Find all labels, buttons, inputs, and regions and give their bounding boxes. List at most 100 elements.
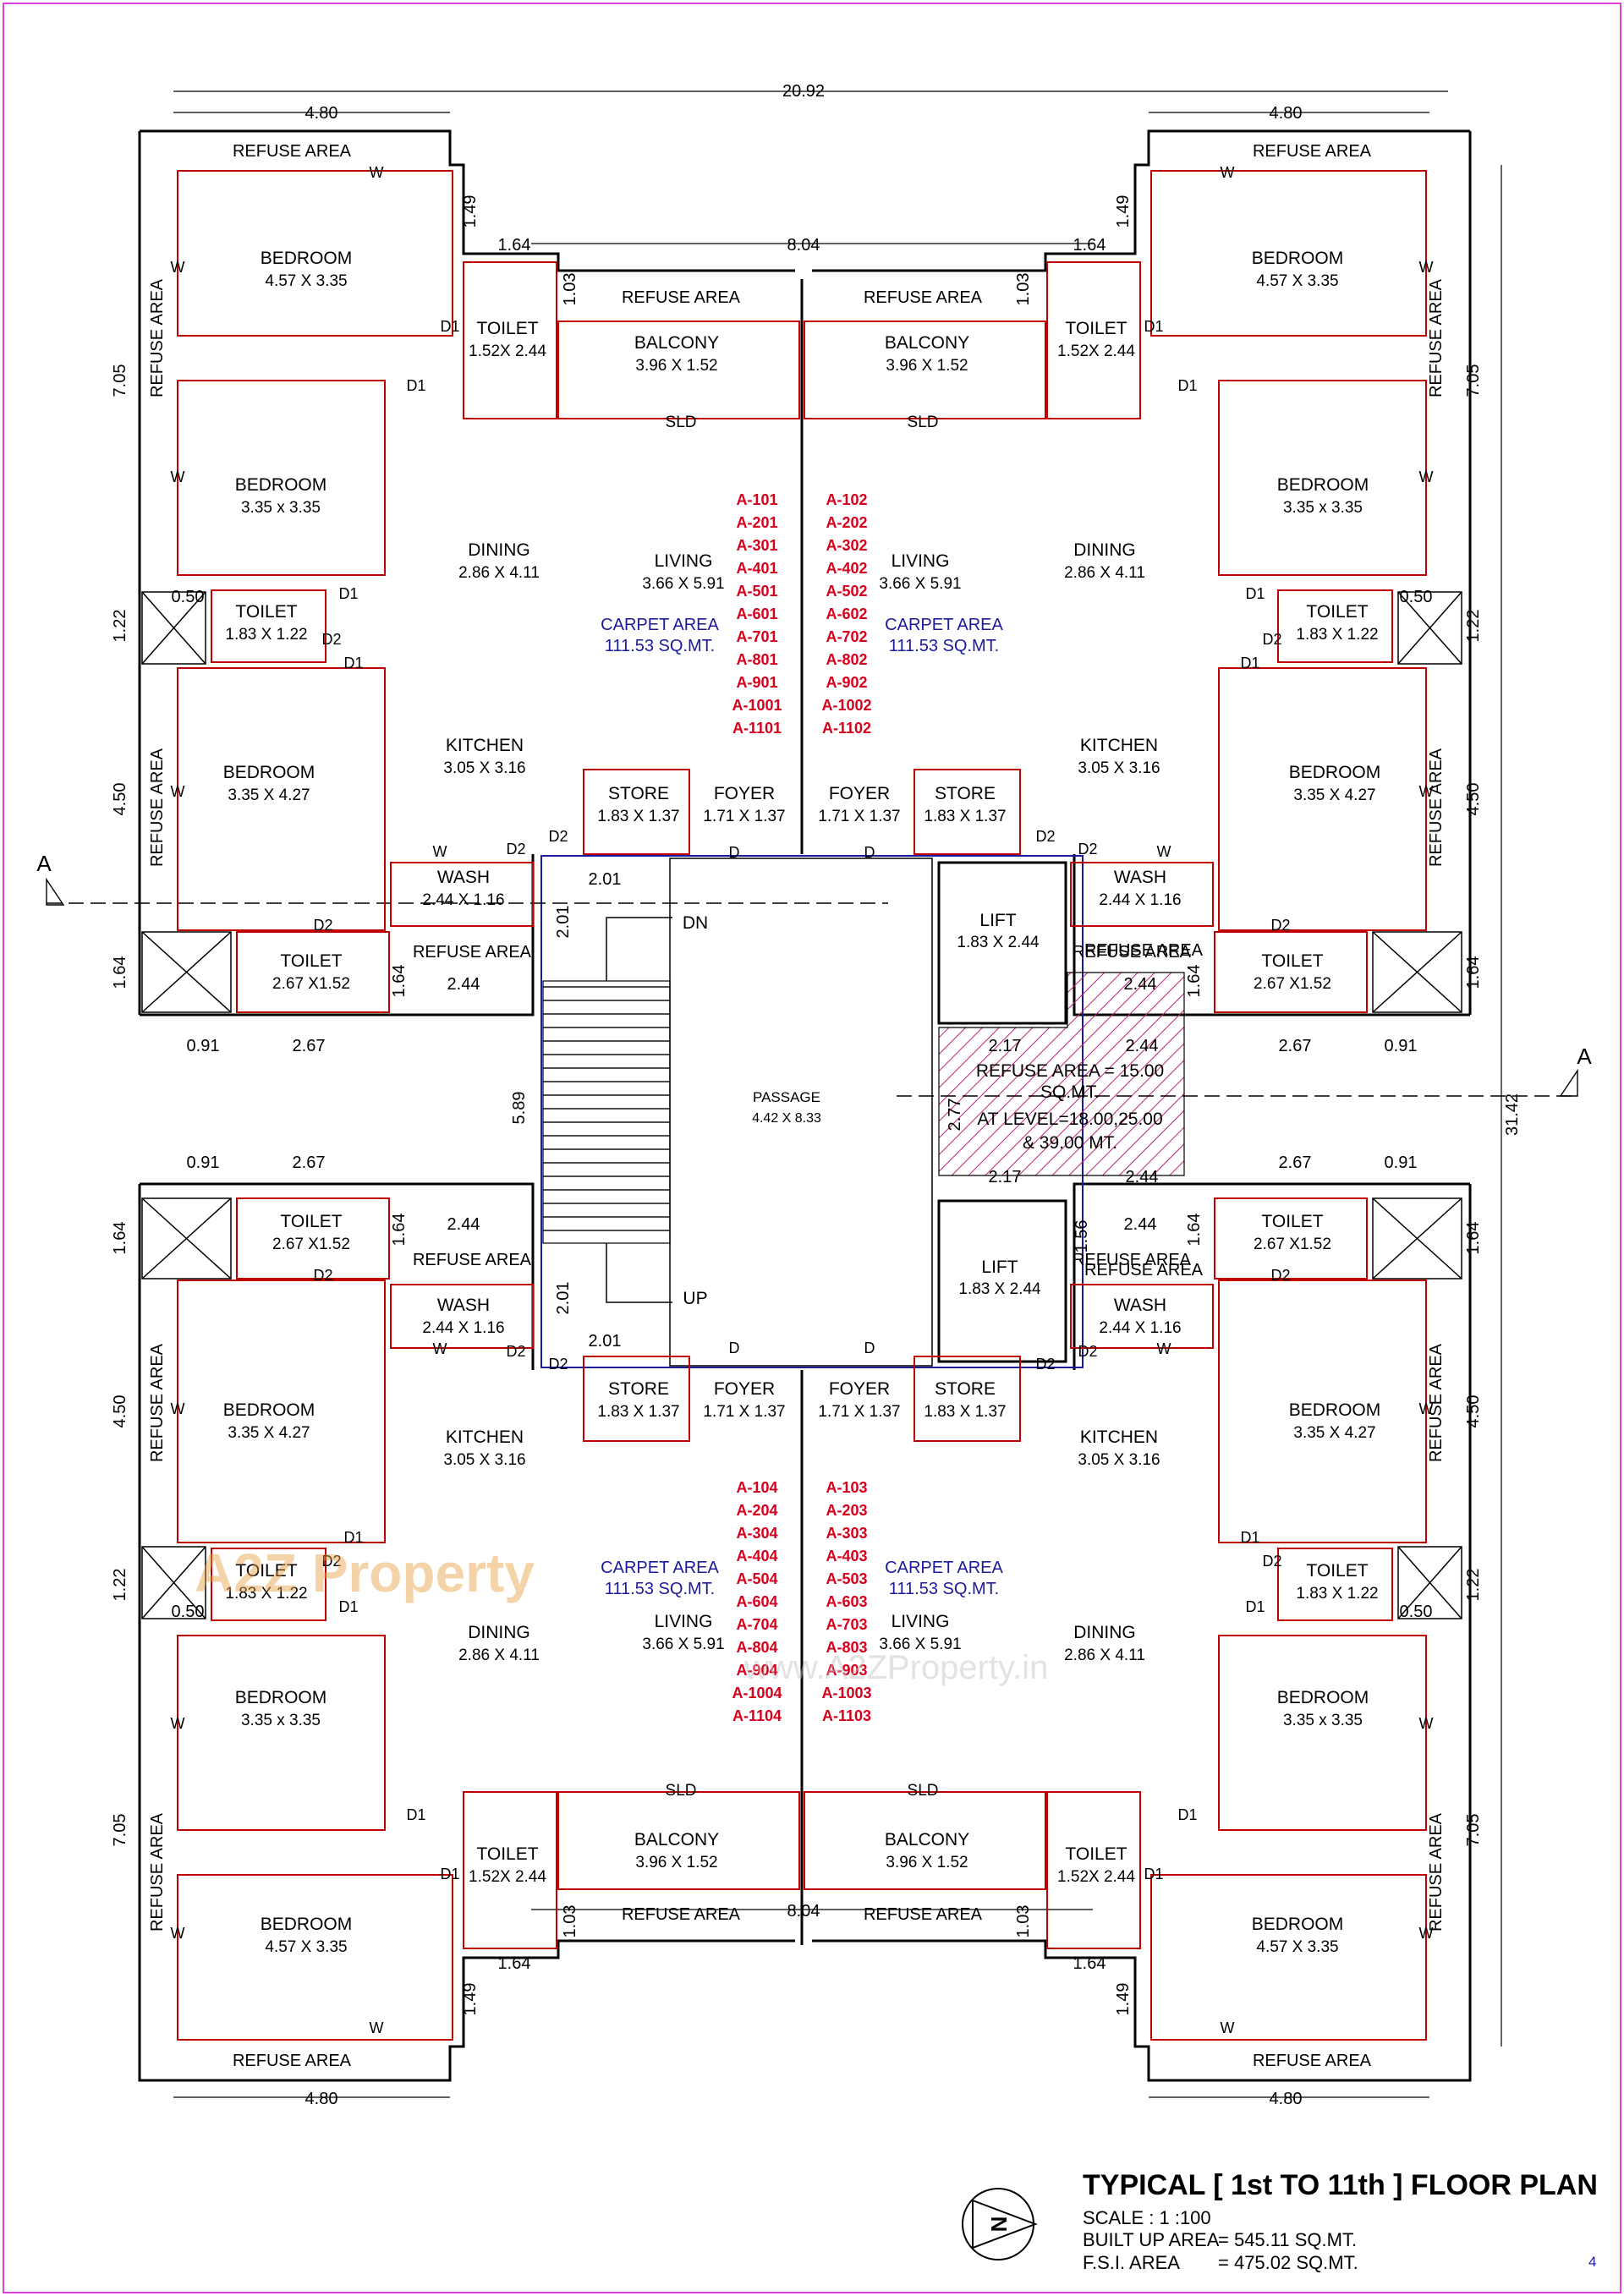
wing-upper-left-dim-d_122: 1.22 [111, 610, 129, 643]
wing-lower-left-bedroom3-dim: 3.35 X 4.27 [228, 1424, 310, 1442]
wing-upper-right-wash-name: WASH [1114, 868, 1166, 887]
wing-upper-right-unit-number: A-602 [826, 606, 867, 622]
wing-lower-left-kitchen-name: KITCHEN [446, 1427, 524, 1447]
wing-upper-right-living-dim: 3.66 X 5.91 [879, 575, 961, 593]
wing-upper-left-bedroom3-outline [177, 667, 386, 931]
wing-lower-left-toilet2-name: TOILET [235, 1561, 297, 1581]
wing-upper-left-door-tag: D2 [548, 828, 568, 845]
wing-lower-right-window-tag: W [1157, 1340, 1171, 1357]
wing-lower-right-unit-number: A-1003 [821, 1685, 871, 1701]
wing-upper-left-bedroom2-dim: 3.35 x 3.35 [241, 499, 321, 517]
wing-lower-right-door-tag: D [864, 1340, 875, 1356]
wing-upper-right-door-tag: D2 [1262, 631, 1281, 648]
dim-core-height: 5.89 [510, 1092, 529, 1125]
wing-lower-right-refuse-outer: REFUSE AREA [1253, 2052, 1372, 2070]
wing-lower-left-door-tag: D2 [313, 1267, 332, 1284]
wing-upper-left-door-tag: D2 [506, 841, 525, 858]
wing-upper-left-refuse-outer: REFUSE AREA [233, 142, 352, 161]
dim-overall-height: 31.42 [1503, 1093, 1522, 1136]
wing-upper-right-dim-d_450: 4.50 [1464, 783, 1483, 816]
wing-lower-right-toilet2-dim: 1.83 X 1.22 [1296, 1585, 1378, 1603]
wing-lower-left-sld: SLD [666, 1782, 697, 1800]
wing-upper-right-toilet2-outline [1277, 589, 1393, 663]
wing-upper-left-unit-number: A-101 [736, 491, 777, 508]
wing-lower-left-unit-number: A-304 [736, 1525, 777, 1542]
wing-lower-right-unit-number: A-303 [826, 1525, 867, 1542]
wing-upper-left-toilet2-outline [211, 589, 326, 663]
wing-lower-right-toilet3-dim: 2.67 X1.52 [1254, 1236, 1331, 1253]
wing-upper-right-store-name: STORE [935, 784, 996, 803]
wing-upper-left-door-tag: D2 [313, 917, 332, 934]
dim-wing-width-ll: 4.80 [305, 2090, 338, 2108]
wing-lower-left-window-tag: W [171, 1400, 185, 1417]
wing-upper-left-dining-name: DINING [468, 540, 530, 560]
wing-lower-right-living-name: LIVING [892, 1612, 950, 1631]
wing-upper-right-kitchen-dim: 3.05 X 3.16 [1078, 759, 1160, 777]
wing-lower-right-living-dim: 3.66 X 5.91 [879, 1636, 961, 1653]
wing-upper-left-unit-number: A-901 [736, 674, 777, 691]
watermark: A2Z Property www.A2ZProperty.in [195, 1543, 1048, 1686]
wing-lower-left-dim-d_450: 4.50 [111, 1395, 129, 1428]
wing-upper-right-toilet2-name: TOILET [1306, 602, 1368, 622]
wing-lower-left-unit-number: A-704 [736, 1616, 777, 1633]
wing-lower-left-store-dim: 1.83 X 1.37 [597, 1403, 679, 1421]
wing-lower-left-wash-outline [390, 1284, 534, 1349]
dim-refuse-244-bottom: 2.44 [1126, 1168, 1159, 1186]
wing-lower-right-dim-d_244: 2.44 [1124, 1215, 1157, 1234]
dim-refuse-217-top: 2.17 [989, 1037, 1022, 1055]
wing-lower-right-balcony-dim: 3.96 X 1.52 [886, 1854, 968, 1871]
watermark-url: www.A2ZProperty.in [743, 1649, 1048, 1686]
wing-lower-right-store-dim: 1.83 X 1.37 [924, 1403, 1006, 1421]
wing-lower-right-kitchen-name: KITCHEN [1080, 1427, 1158, 1447]
wing-upper-left-bedroom1-name: BEDROOM [261, 249, 353, 268]
wing-lower-right-unit-number: A-403 [826, 1548, 867, 1564]
wing-upper-left-unit-number: A-301 [736, 537, 777, 554]
wing-lower-right-bedroom1-dim: 4.57 X 3.35 [1256, 1938, 1338, 1956]
wing-lower-right-wash-dim: 2.44 X 1.16 [1099, 1319, 1181, 1337]
dim-stair-side-bottom: 2.01 [554, 1282, 573, 1315]
wing-lower-left-balcony-dim: 3.96 X 1.52 [635, 1854, 717, 1871]
refuse-area-hatched [938, 972, 1185, 1176]
wing-lower-left-dim-d_122: 1.22 [111, 1569, 129, 1602]
wing-upper-right-unit-number: A-702 [826, 628, 867, 645]
wing-upper-left-unit-number: A-601 [736, 606, 777, 622]
wing-upper-left-foyer-name: FOYER [714, 784, 775, 803]
fsi-label: F.S.I. AREA [1083, 2252, 1180, 2273]
wing-lower-right-bedroom3-name: BEDROOM [1289, 1400, 1381, 1420]
wing-lower-right-dining-name: DINING [1073, 1623, 1136, 1642]
wing-lower-right-unit-number: A-1103 [822, 1707, 871, 1724]
wing-upper-right-toilet1-dim: 1.52X 2.44 [1057, 342, 1135, 360]
built-up-value: = 545.11 SQ.MT. [1218, 2229, 1357, 2250]
wing-upper-right-bedroom1-outline [1150, 170, 1427, 337]
wing-upper-left-window-tag: W [171, 783, 185, 800]
wing-upper-left-bedroom1-dim: 4.57 X 3.35 [265, 272, 347, 290]
wing-upper-left-wash-outline [390, 862, 534, 927]
refuse-lift-bottom: REFUSE AREA [1084, 1261, 1204, 1280]
dim-wing-width-ur: 4.80 [1270, 104, 1303, 123]
wing-lower-right-door-tag: D1 [1245, 1598, 1265, 1615]
wing-upper-right-door-tag: D2 [1078, 841, 1097, 858]
wing-upper-left-toilet2-dim: 1.83 X 1.22 [225, 626, 307, 644]
wing-upper-right-kitchen-name: KITCHEN [1080, 736, 1158, 755]
wing-upper-left-duct-2 [141, 931, 232, 1013]
wing-lower-left-bedroom1-name: BEDROOM [261, 1915, 353, 1934]
wing-upper-left-window-tag: W [433, 843, 447, 860]
wing-upper-right-toilet3-outline [1214, 931, 1368, 1013]
wing-lower-left-toilet1-outline [463, 1791, 557, 1949]
wing-upper-left-unit-number: A-501 [736, 583, 777, 600]
wing-upper-left-duct-1 [141, 591, 206, 665]
wing-upper-right-store-dim: 1.83 X 1.37 [924, 808, 1006, 825]
wing-upper-right-unit-number: A-402 [826, 560, 867, 577]
wing-lower-right-dining-dim: 2.86 X 4.11 [1064, 1647, 1145, 1664]
wing-lower-right-unit-number: A-803 [826, 1639, 867, 1656]
wing-upper-left-toilet3-dim: 2.67 X1.52 [272, 975, 350, 993]
wing-lower-left-living-dim: 3.66 X 5.91 [642, 1636, 724, 1653]
wing-lower-right-door-tag: D2 [1270, 1267, 1290, 1284]
wing-lower-left-toilet3-dim: 2.67 X1.52 [272, 1236, 350, 1253]
wing-upper-right-dim-d_122: 1.22 [1464, 610, 1483, 643]
watermark-logo: A2Z Property [195, 1543, 535, 1603]
lift-top [937, 861, 1067, 1025]
wing-upper-left-living-dim: 3.66 X 5.91 [642, 575, 724, 593]
wing-lower-left-refuse-balcony: REFUSE AREA [622, 1905, 741, 1924]
